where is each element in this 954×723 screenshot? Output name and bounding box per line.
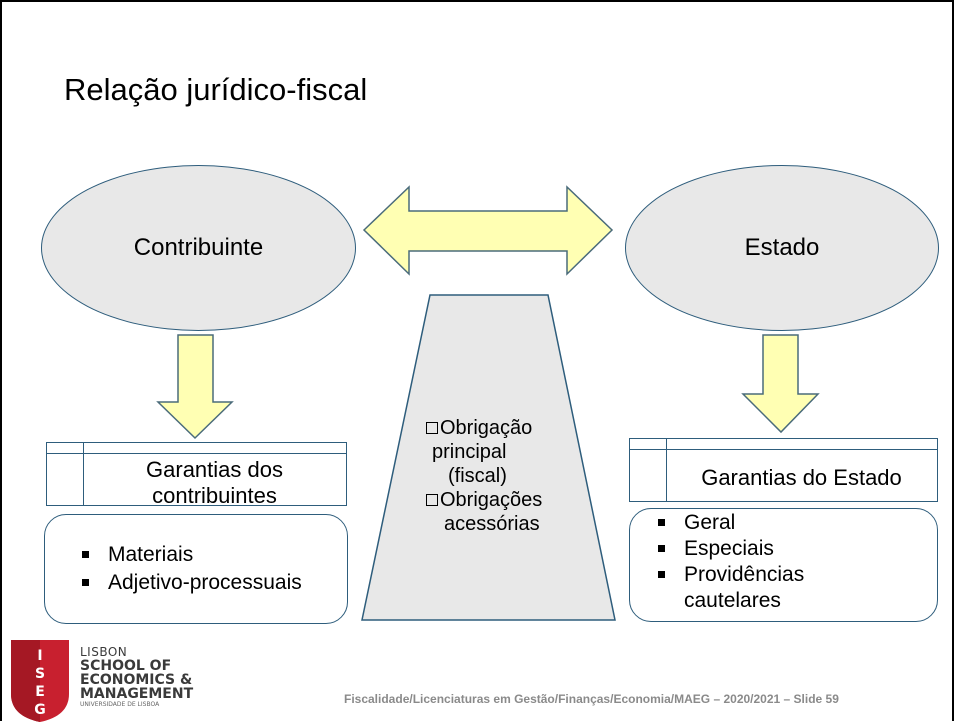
double-arrow <box>362 185 614 276</box>
contribuinte-ellipse: Contribuinte <box>41 165 356 331</box>
left-guarantees-list-box <box>44 514 348 624</box>
list-item: Providências <box>654 562 804 588</box>
right-guarantees-title: Garantias do Estado <box>701 465 902 490</box>
center-obligations-text: Obrigação principal (fiscal) Obrigações … <box>426 416 542 536</box>
estado-ellipse: Estado <box>625 165 939 331</box>
left-guarantees-title-line1: Garantias dos <box>146 457 283 482</box>
left-guarantees-header: Garantias dos contribuintes <box>46 442 347 508</box>
estado-label: Estado <box>744 234 820 261</box>
slide-title: Relação jurídico-fiscal <box>64 72 368 107</box>
iseg-shield-logo: I S E G <box>11 640 69 722</box>
right-guarantees-header: Garantias do Estado <box>629 438 938 502</box>
list-item: Adjetivo-processuais <box>78 569 302 597</box>
right-guarantees-list-box <box>629 508 938 622</box>
contribuinte-label: Contribuinte <box>133 234 264 261</box>
svg-text:I: I <box>37 648 42 664</box>
svg-text:E: E <box>35 684 45 700</box>
svg-text:G: G <box>34 702 46 718</box>
list-item: Especiais <box>654 536 804 562</box>
list-item-continuation: cautelares <box>684 589 781 612</box>
svg-text:S: S <box>35 666 45 682</box>
list-item: Materiais <box>78 541 302 569</box>
left-guarantees-list: Materiais Adjetivo-processuais <box>78 541 302 597</box>
slide-footer: Fiscalidade/Licenciaturas em Gestão/Fina… <box>344 692 839 706</box>
left-guarantees-title-line2: contribuintes <box>152 483 277 508</box>
checkbox-square-icon <box>426 494 438 506</box>
list-item: Geral <box>654 510 804 536</box>
checkbox-square-icon <box>426 422 438 434</box>
right-down-arrow <box>741 334 820 434</box>
obligations-trapezoid <box>361 294 616 621</box>
left-down-arrow <box>156 334 234 440</box>
right-guarantees-list: Geral Especiais Providências cautelares <box>654 510 804 614</box>
school-logo-text: LISBON SCHOOL OF ECONOMICS & MANAGEMENT … <box>80 645 194 708</box>
